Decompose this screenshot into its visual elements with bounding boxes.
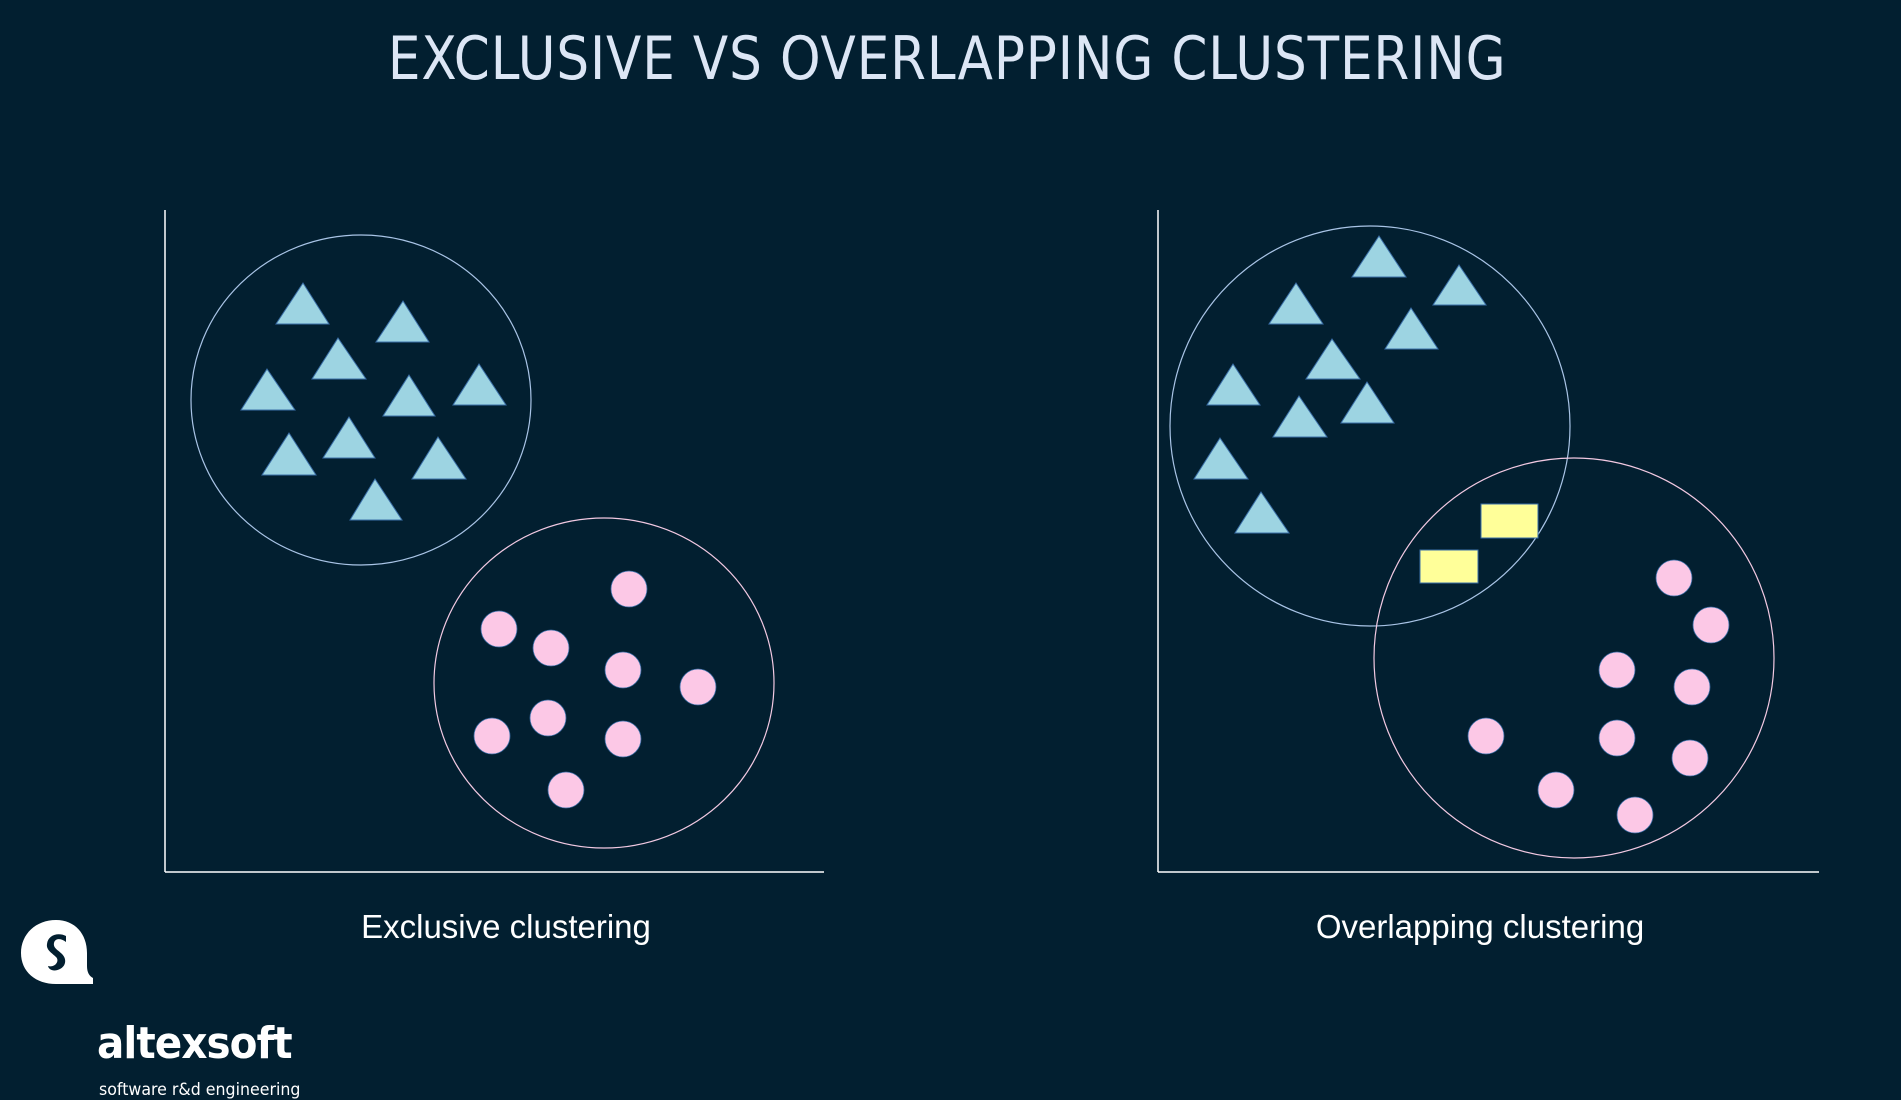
triangle-data-point [375, 300, 430, 343]
page-title: EXCLUSIVE VS OVERLAPPING CLUSTERING [387, 24, 1507, 94]
triangle-data-point [1305, 338, 1361, 380]
clustering-diagram [164, 210, 1819, 873]
overlapping-clustering-chart [1157, 210, 1819, 873]
overlapping-clustering-caption: Overlapping clustering [1315, 908, 1645, 945]
triangle-data-point [1206, 363, 1261, 406]
cluster-boundary-triangles [190, 234, 532, 566]
circle-data-point [1616, 796, 1654, 834]
circle-data-point [1598, 651, 1636, 689]
triangle-data-point [382, 374, 436, 417]
triangle-data-point [1384, 307, 1439, 350]
circle-data-point [1692, 606, 1730, 644]
overlap-data-point [1419, 549, 1479, 584]
triangle-data-point [1234, 491, 1290, 534]
circle-data-point [1598, 719, 1636, 757]
circle-data-point [1537, 771, 1575, 809]
logo-tagline: software r&d engineering [99, 1080, 301, 1100]
circle-data-point [679, 668, 717, 706]
overlap-data-point [1480, 503, 1539, 539]
triangle-data-point [275, 282, 330, 325]
triangle-data-point [1193, 437, 1249, 480]
cluster-boundary-triangles [1169, 225, 1571, 627]
triangle-data-point [1272, 395, 1328, 438]
circle-data-point [529, 699, 567, 737]
cluster-boundary-circles [1373, 457, 1775, 859]
circle-data-point [1673, 668, 1711, 706]
circle-data-point [1671, 739, 1709, 777]
circle-data-point [1655, 559, 1693, 597]
exclusive-clustering-chart [164, 210, 824, 873]
altexsoft-logo-icon [21, 920, 93, 984]
circle-data-point [532, 629, 570, 667]
logo-wordmark: altexsoft [97, 1018, 293, 1069]
circle-data-point [1467, 717, 1505, 755]
triangle-data-point [261, 432, 317, 476]
triangle-data-point [240, 368, 296, 411]
triangle-data-point [311, 337, 367, 380]
circle-data-point [604, 720, 642, 758]
circle-data-point [473, 717, 511, 755]
triangle-data-point [322, 416, 376, 459]
cluster-boundary-circles [433, 517, 775, 849]
triangle-data-point [349, 478, 403, 521]
triangle-data-point [1340, 381, 1395, 424]
circle-data-point [480, 610, 518, 648]
circle-data-point [547, 771, 585, 809]
exclusive-clustering-caption: Exclusive clustering [361, 908, 651, 945]
triangle-data-point [411, 436, 467, 480]
triangle-data-point [1351, 235, 1407, 278]
circle-data-point [604, 651, 642, 689]
circle-data-point [610, 570, 648, 608]
triangle-data-point [1432, 264, 1487, 306]
triangle-data-point [1268, 282, 1324, 325]
triangle-data-point [452, 363, 507, 406]
